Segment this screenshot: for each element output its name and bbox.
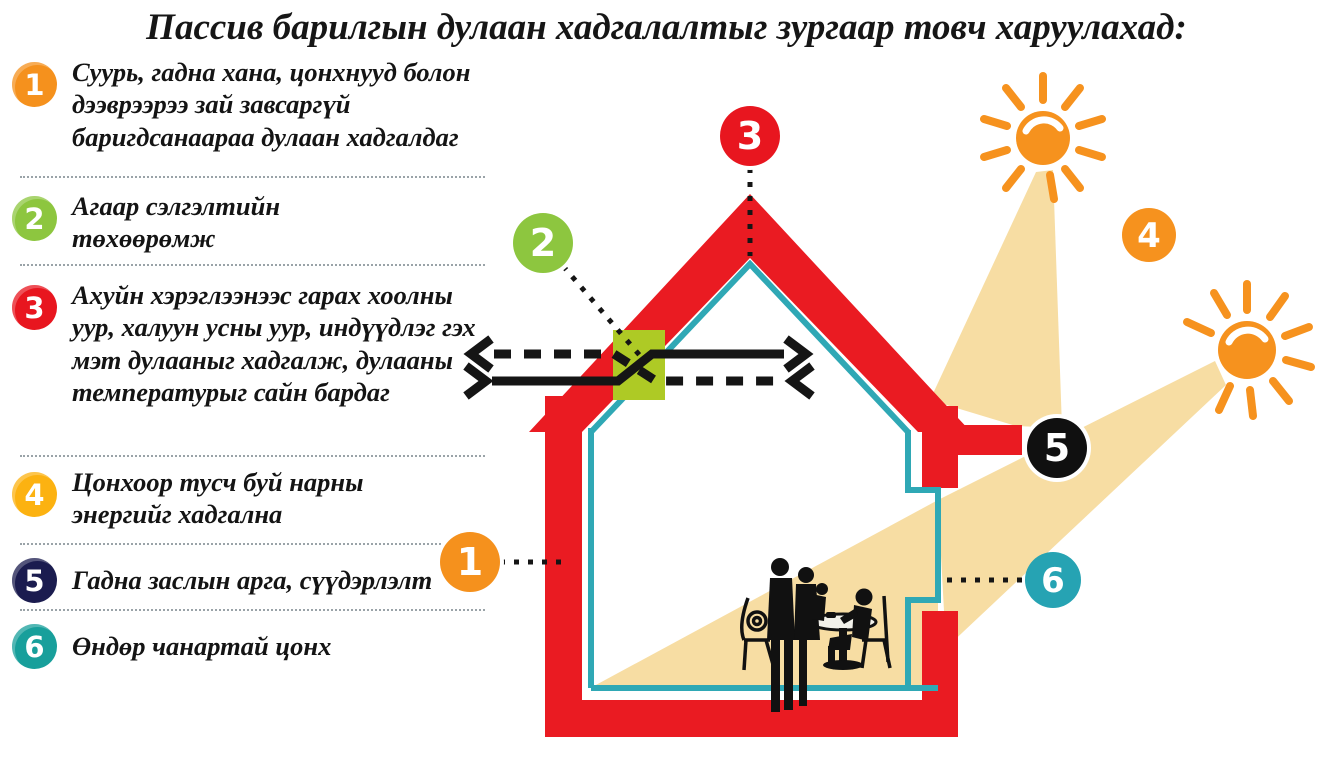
legend-number-6: 6	[24, 629, 45, 664]
air-flow-arrows	[463, 335, 815, 400]
marker-3: 3	[716, 102, 784, 170]
exhaust-air-chevron-right	[784, 362, 815, 400]
sun-upper-highlight	[1022, 116, 1064, 135]
right-wall-lower	[922, 611, 958, 737]
sunbeam-lower-outside	[938, 361, 1226, 648]
legend-badge-3: 3	[12, 285, 57, 330]
marker-1: 1	[436, 528, 504, 596]
supply-air-chevron-left	[463, 362, 494, 400]
legend-item-4: 4 Цонхоор тусч буй нарны энергийг хадгал…	[12, 466, 442, 531]
marker-5: 5	[1023, 414, 1091, 482]
legend-divider-4	[20, 543, 485, 545]
legend-text-4: Цонхоор тусч буй нарны энергийг хадгална	[72, 467, 364, 530]
left-wall	[545, 396, 582, 737]
legend-number-3: 3	[24, 290, 45, 325]
sunbeams	[594, 170, 1226, 686]
legend-text-6: Өндөр чанартай цонх	[72, 631, 332, 662]
legend-number-2: 2	[24, 201, 45, 236]
floor-slab	[545, 700, 958, 737]
marker-3-number: 3	[737, 114, 763, 158]
legend-item-2: 2 Агаар сэлгэлтийн төхөөрөмж	[12, 190, 432, 255]
sunbeam-upper	[930, 170, 1062, 428]
legend-badge-5: 5	[12, 558, 57, 603]
shading-overhang	[922, 425, 1022, 455]
exhaust-air-chevron-left	[463, 335, 494, 373]
standing-couple	[767, 558, 828, 712]
legend-text-2: Агаар сэлгэлтийн төхөөрөмж	[72, 191, 281, 254]
exhaust-air-line	[494, 349, 778, 386]
marker-4-number: 4	[1137, 216, 1161, 256]
legend-badge-2: 2	[12, 196, 57, 241]
marker-5-number: 5	[1044, 426, 1070, 470]
legend-divider-1	[20, 176, 485, 178]
diagram-markers: 1 2 3 4 5 6	[436, 102, 1176, 608]
supply-air-line	[492, 349, 784, 386]
legend-number-1: 1	[24, 67, 45, 102]
legend-divider-5	[20, 609, 485, 611]
page-title: Пассив барилгын дулаан хадгалалтыг зурга…	[146, 7, 1187, 48]
legend-item-1: 1 Суурь, гадна хана, цонхнууд болон дээв…	[12, 56, 472, 153]
legend-item-3: 3 Ахуйн хэрэглээнээс гарах хоолны уур, х…	[12, 279, 482, 408]
legend-item-6: 6 Өндөр чанартай цонх	[12, 624, 432, 669]
marker-2: 2	[509, 209, 577, 277]
marker-2-number: 2	[530, 221, 556, 265]
supply-air-chevron-right	[783, 335, 814, 373]
legend: 1 Суурь, гадна хана, цонхнууд болон дээв…	[12, 0, 497, 758]
legend-text-1: Суурь, гадна хана, цонхнууд болон дээврэ…	[72, 57, 471, 152]
legend-divider-2	[20, 264, 485, 266]
legend-item-5: 5 Гадна заслын арга, сүүдэрлэлт	[12, 558, 472, 603]
sun-lower-highlight	[1225, 326, 1269, 346]
legend-badge-1: 1	[12, 62, 57, 107]
leader-2	[561, 264, 644, 360]
sun-lower	[1183, 280, 1315, 420]
window-line	[905, 430, 941, 688]
sunbeam-lower-room	[594, 500, 938, 686]
marker-leader-lines	[500, 168, 1022, 583]
marker-6: 6	[1025, 552, 1081, 608]
sun-upper-rays	[980, 72, 1106, 203]
tableware	[826, 612, 836, 618]
roof	[529, 194, 971, 432]
marker-4: 4	[1122, 208, 1176, 262]
people-silhouettes	[740, 558, 892, 712]
marker-6-number: 6	[1041, 561, 1065, 601]
legend-text-5: Гадна заслын арга, сүүдэрлэлт	[72, 565, 433, 596]
marker-1-number: 1	[457, 540, 483, 584]
legend-number-4: 4	[24, 477, 45, 512]
seated-person	[828, 588, 873, 668]
sun-upper	[980, 72, 1106, 203]
legend-text-3: Ахуйн хэрэглээнээс гарах хоолны уур, хал…	[72, 280, 476, 407]
legend-number-5: 5	[24, 563, 45, 598]
legend-badge-4: 4	[12, 472, 57, 517]
legend-badge-6: 6	[12, 624, 57, 669]
sun-lower-rays	[1183, 280, 1315, 420]
legend-divider-3	[20, 455, 485, 457]
